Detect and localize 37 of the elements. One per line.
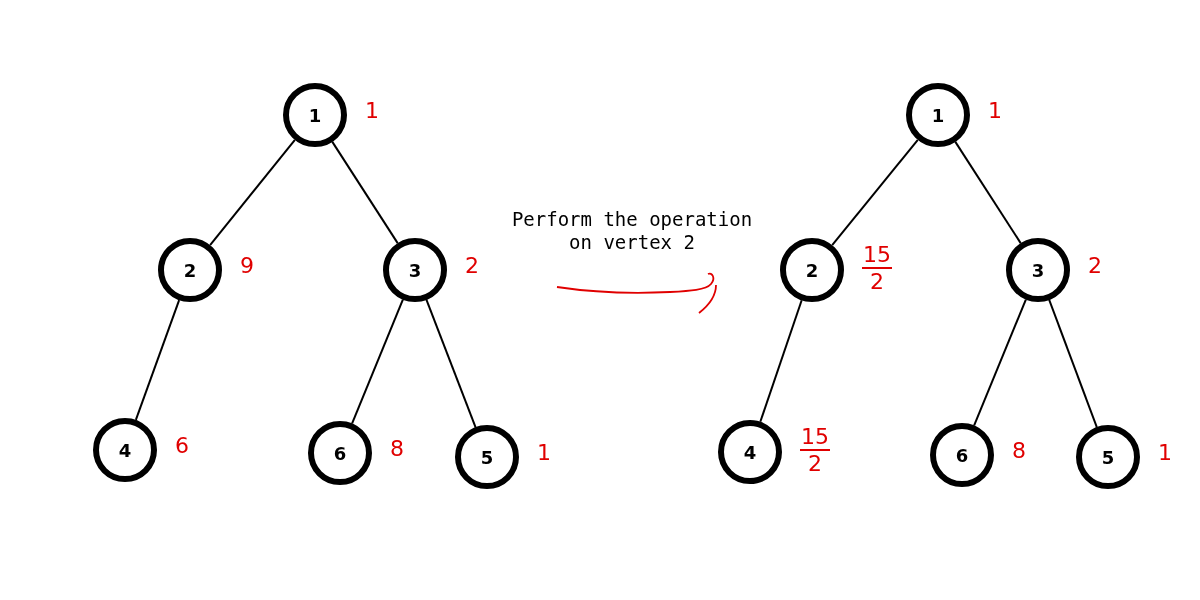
vertex-circle: 2 bbox=[780, 238, 844, 302]
vertex-circle: 3 bbox=[1006, 238, 1070, 302]
vertex-circle: 5 bbox=[455, 425, 519, 489]
operation-caption: Perform the operation on vertex 2 bbox=[510, 208, 754, 254]
fraction-numerator: 15 bbox=[862, 244, 892, 269]
vertex-value: 1 bbox=[537, 442, 551, 464]
vertex-circle: 6 bbox=[930, 423, 994, 487]
vertex-circle: 1 bbox=[906, 83, 970, 147]
vertex-value: 1 bbox=[365, 100, 379, 122]
tree-edge bbox=[831, 138, 919, 247]
vertex-circle: 4 bbox=[718, 420, 782, 484]
tree-edge bbox=[973, 298, 1027, 427]
vertex-value: 2 bbox=[1088, 255, 1102, 277]
tree-edge bbox=[954, 140, 1022, 245]
vertex-value: 6 bbox=[175, 435, 189, 457]
fraction-denominator: 2 bbox=[870, 269, 884, 293]
tree-edge bbox=[351, 298, 404, 425]
vertex-value: 2 bbox=[465, 255, 479, 277]
tree-edge bbox=[425, 298, 477, 429]
vertex-value: 8 bbox=[1012, 440, 1026, 462]
vertex-value: 1 bbox=[988, 100, 1002, 122]
fraction-denominator: 2 bbox=[808, 451, 822, 475]
tree-edge bbox=[134, 299, 181, 421]
vertex-value: 1 bbox=[1158, 442, 1172, 464]
vertex-circle: 4 bbox=[93, 418, 157, 482]
vertex-circle: 1 bbox=[283, 83, 347, 147]
fraction-numerator: 15 bbox=[800, 426, 830, 451]
vertex-circle: 5 bbox=[1076, 425, 1140, 489]
tree-edge bbox=[331, 140, 399, 245]
vertex-value: 8 bbox=[390, 438, 404, 460]
vertex-circle: 2 bbox=[158, 238, 222, 302]
tree-edge bbox=[759, 299, 803, 423]
tree-edge bbox=[209, 138, 296, 247]
vertex-value: 9 bbox=[240, 255, 254, 277]
vertex-circle: 6 bbox=[308, 421, 372, 485]
tree-edge bbox=[1048, 298, 1098, 429]
vertex-circle: 3 bbox=[383, 238, 447, 302]
